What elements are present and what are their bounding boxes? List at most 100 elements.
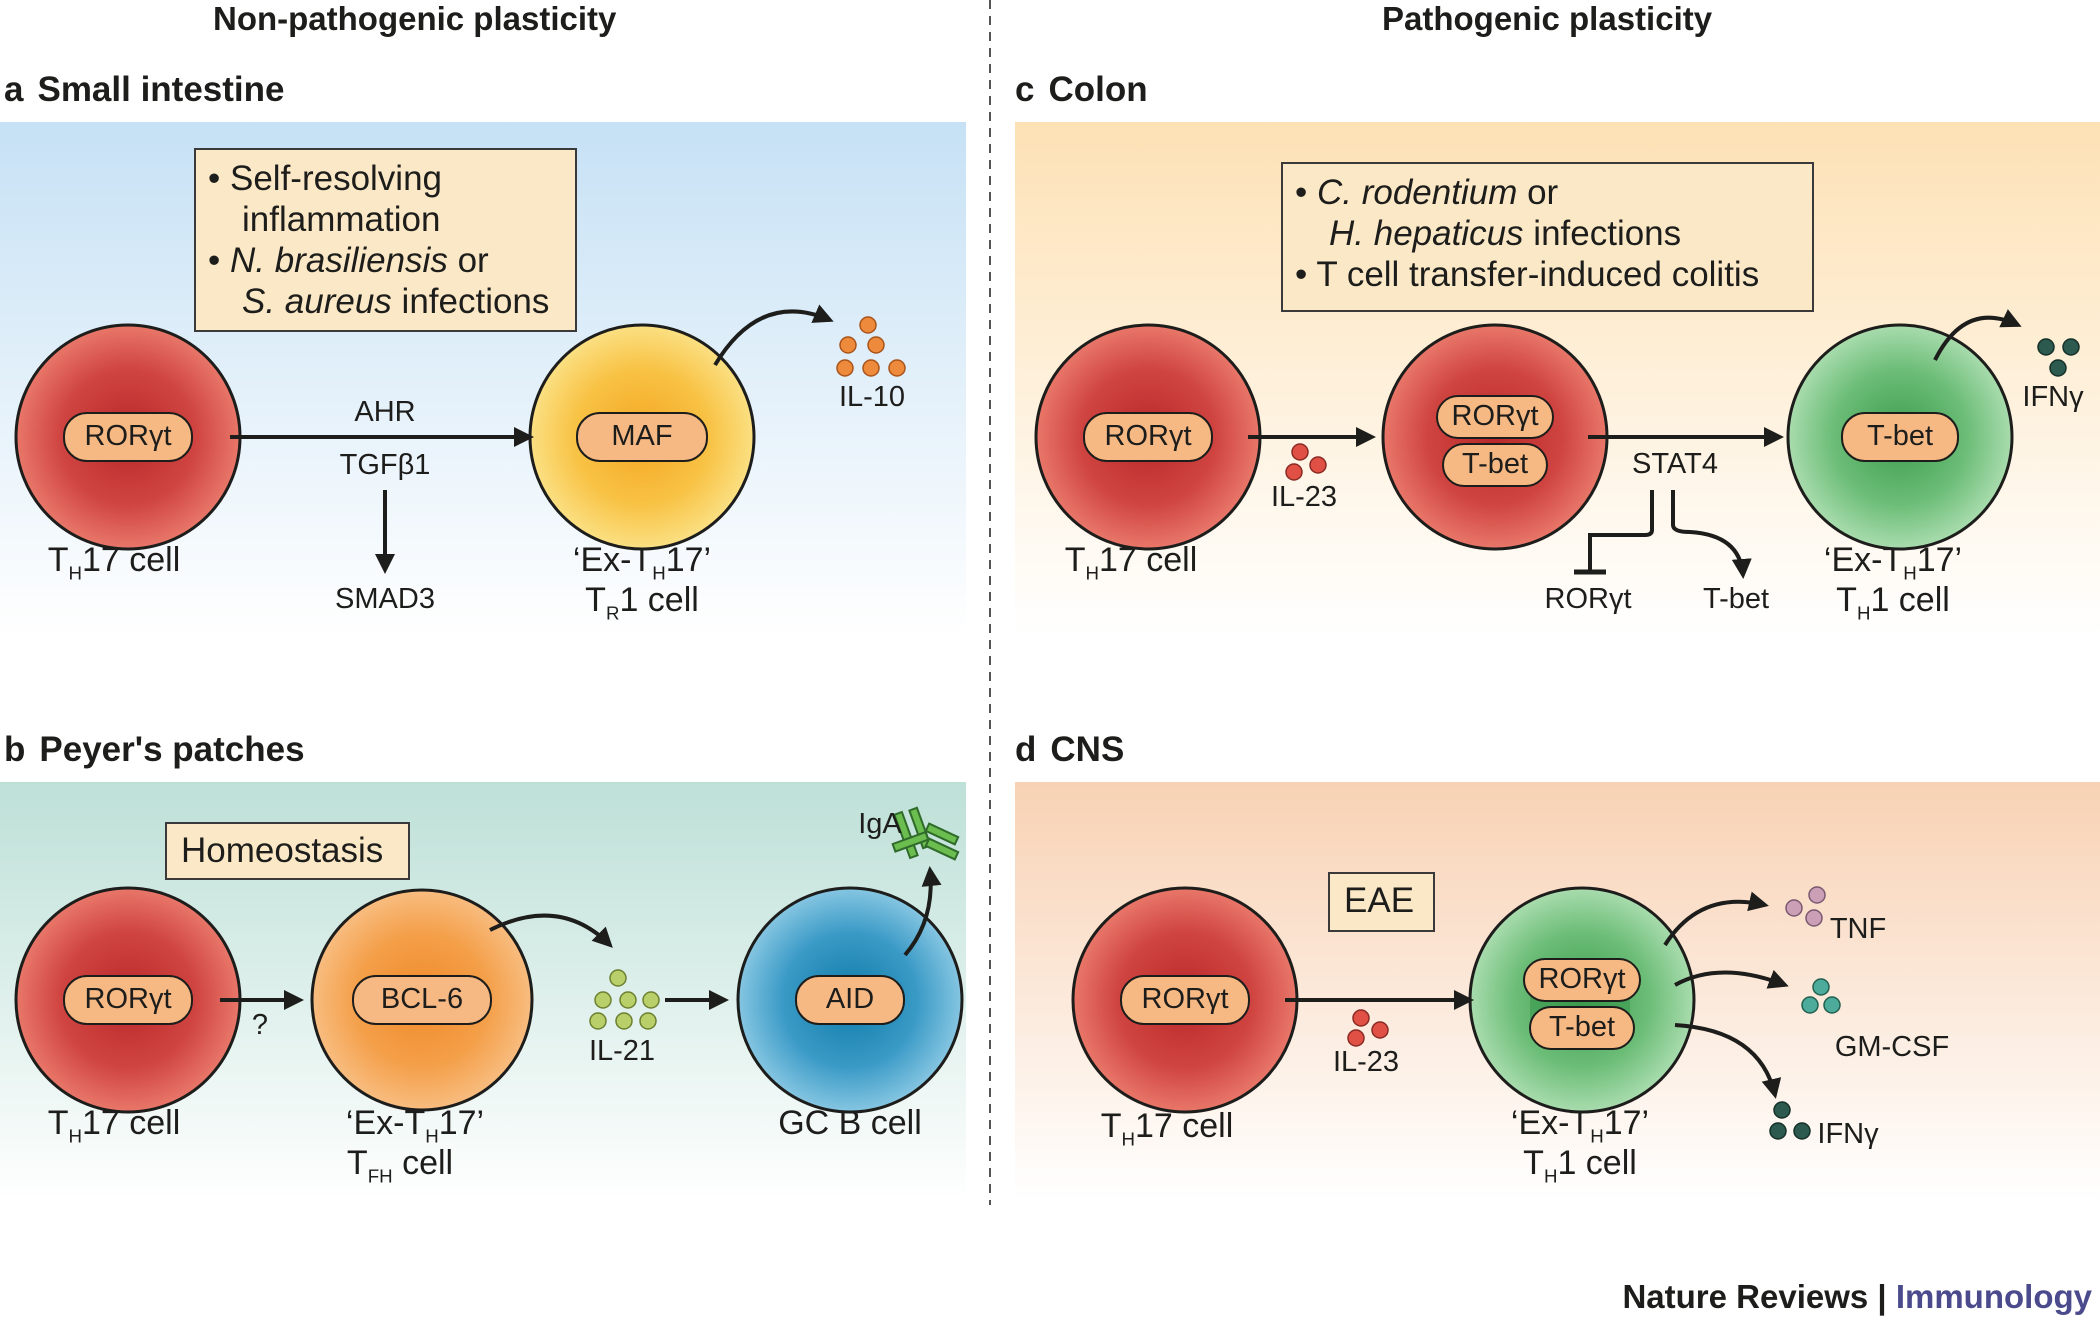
c-c1-post: 17 cell [1099,541,1198,579]
c-c3-l1-post: 17’ [1916,541,1963,579]
panel-c-cell3-line2: TH1 cell [1836,580,1950,622]
panel-c-cytokine1: IL-23 [1270,481,1338,513]
il10-dots [836,316,906,377]
panel-d-gmcsf-arrow [1674,969,1789,989]
b-c1-sub: H [68,1125,83,1147]
panel-a-cell2-factor: MAF [576,412,708,462]
panel-a-cell1-name: TH17 cell [47,540,181,584]
d-c2-l1-post: 17’ [1603,1104,1650,1142]
panel-a-title-text: Small intestine [37,70,285,109]
panel-c-letter: c [1015,70,1035,109]
panel-c-cell2-factor1: RORγt [1436,395,1554,439]
a-c2-l1-post: 17’ [665,541,712,579]
journal-credit: Nature Reviews | Immunology [1622,1278,2092,1316]
panel-d-output-tnf: TNF [1829,913,1887,945]
panel-c-context-line1: • C. rodentium or [1295,173,1559,212]
panel-c-inhibition-line [1588,490,1654,570]
panel-c-context-line3: • T cell transfer-induced colitis [1295,255,1760,294]
panel-a-context-line1: • Self-resolving [208,159,443,198]
c-c3-l2-pre: T [1836,581,1857,619]
panel-b-cell2-line2: TFH cell [346,1143,453,1187]
panel-c-context-line2: H. hepaticus infections [1295,213,1800,254]
panel-c-promote-label: T-bet [1702,583,1770,615]
panel-d-cell2-factor1: RORγt [1523,958,1641,1002]
panel-c-ifng-secretion-arrow [1933,309,2022,361]
ifng-dots-c [2037,338,2080,377]
c-c3-l1-pre: ‘Ex-T [1823,541,1904,579]
panel-c-cytokine2: IFNγ [2022,381,2084,413]
panel-b-title-text: Peyer's patches [39,730,305,769]
panel-c-context-line2-rest: infections [1523,214,1682,253]
panel-c-cell3-factor: T-bet [1841,412,1959,462]
panel-a-cell2-line2: TR1 cell [585,580,699,624]
a-c2-l1-sub: H [652,562,666,584]
d-c2-l1-pre: ‘Ex-T [1510,1104,1591,1142]
panel-a-context-line2: inflammation [242,200,441,239]
footer-brand: Nature Reviews [1622,1278,1869,1315]
panel-b-il21-secretion-arrow [489,913,613,948]
c-c3-l2-post: 1 cell [1870,581,1950,619]
a-c1-post: 17 cell [82,541,181,579]
iga-antibody-icon [891,806,960,861]
d-c1-sub: H [1121,1128,1136,1150]
panel-d-cell2-line2: TH1 cell [1523,1143,1637,1187]
panel-d-context-box: EAE [1328,872,1435,932]
panel-d-cytokine: IL-23 [1332,1046,1400,1078]
d-c2-l1-sub: H [1590,1125,1604,1147]
c-c3-l1-sub: H [1903,562,1917,584]
n-brasiliensis: N. brasiliensis [229,241,448,280]
a-c2-l2-post: 1 cell [619,581,699,619]
panel-b-cell1-factor: RORγt [63,975,193,1025]
panel-c-title-text: Colon [1048,70,1148,109]
s-aureus: S. aureus [242,282,392,321]
panel-b-cytokine: IL-21 [588,1035,656,1067]
panel-b-cell3-name: GC B cell [778,1104,922,1142]
a-c2-l2-sub: R [605,602,620,624]
a-c1-pre: T [47,541,69,579]
ifng-dots-d [1769,1101,1811,1140]
il23-dots-c [1285,443,1327,481]
panel-c-title: c Colon [1015,70,1148,110]
panel-a-arrow-bottom: TGFβ1 [339,449,431,481]
panel-b-iga-secretion-arrow [903,866,942,957]
panel-d-cell1-factor: RORγt [1120,975,1250,1025]
panel-c-context-box: • C. rodentium or H. hepaticus infection… [1281,162,1814,312]
panel-b-antibody: IgA [858,808,902,840]
c-c1-sub: H [1085,562,1100,584]
panel-d-output-ifng: IFNγ [1817,1118,1879,1150]
panel-a-context-line4: S. aureus infections [208,281,563,322]
panel-d-cell1-name: TH17 cell [1101,1106,1234,1150]
panel-d-cell2-line1: ‘Ex-TH17’ [1510,1103,1650,1147]
panel-c-cell2-factor2: T-bet [1442,443,1548,487]
d-c2-l2-sub: H [1543,1165,1558,1187]
tnf-dots [1785,886,1826,927]
c-c1-pre: T [1064,541,1086,579]
panel-b-arrow-label: ? [251,1009,269,1041]
panel-a-context-line3-rest: or [447,241,489,280]
panel-b-cell2-line1: ‘Ex-TH17’ [345,1103,485,1145]
b-c2-l1-pre: ‘Ex-T [345,1104,426,1142]
panel-d-title-text: CNS [1050,730,1125,769]
panel-b-cell2-factor: BCL-6 [352,975,492,1025]
a-c1-sub: H [68,562,83,584]
a-c2-l1-pre: ‘Ex-T [572,541,653,579]
b-c2-l1-post: 17’ [438,1104,485,1142]
panel-c-inhibit-label: RORγt [1544,583,1632,615]
panel-a-context-box: • Self-resolving inflammation • N. brasi… [194,148,577,332]
d-c2-l2-post: 1 cell [1557,1144,1637,1182]
panel-b-cell1-name: TH17 cell [47,1103,181,1147]
c-rodentium: C. rodentium [1316,173,1518,212]
b-c1-pre: T [47,1104,69,1142]
panel-b-context-box: Homeostasis [165,822,410,880]
footer-separator: | [1868,1278,1896,1315]
panel-c-promote-arrow [1671,490,1752,579]
b-c2-l2-sub: FH [367,1165,393,1187]
a-c2-l2-pre: T [585,581,606,619]
footer-journal: Immunology [1895,1278,2092,1315]
panel-d-cell2-factor2: T-bet [1529,1006,1635,1050]
b-c1-post: 17 cell [82,1104,181,1142]
panel-b-context-text: Homeostasis [181,831,384,870]
b-c2-l2-pre: T [346,1144,368,1182]
panel-c-arrow-label: STAT4 [1632,448,1718,480]
